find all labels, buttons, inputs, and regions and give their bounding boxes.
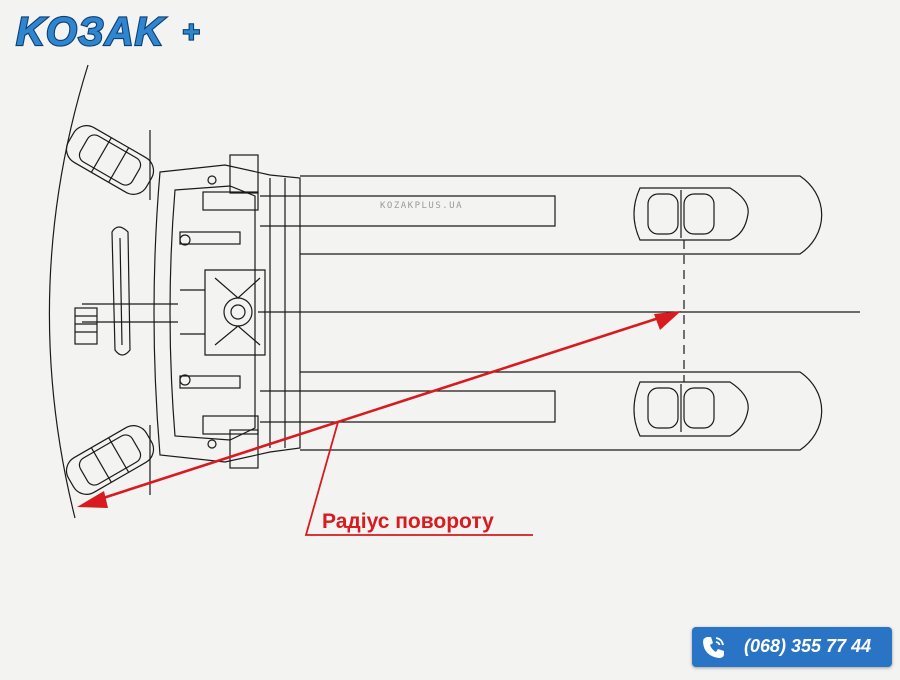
arrowhead-left <box>77 491 108 508</box>
tiller-handle <box>74 226 178 356</box>
logo-plus: + <box>182 16 201 49</box>
radius-annotation <box>77 311 681 536</box>
fork-lower <box>260 371 823 451</box>
steer-wheel-upper <box>65 125 155 195</box>
brand-logo: KOЗAK + <box>15 9 201 54</box>
chassis-body <box>153 154 301 469</box>
turning-radius-label: Радіус повороту <box>322 510 494 533</box>
phone-number[interactable]: (068) 355 77 44 <box>744 636 872 656</box>
steer-wheel-lower <box>65 425 155 495</box>
arrowhead-right <box>654 311 681 330</box>
label-leader-line <box>304 421 533 536</box>
logo-text: KOЗAK <box>16 10 167 54</box>
watermark-text: KOZAKPLUS.UA <box>380 201 464 211</box>
turning-arc <box>48 64 89 519</box>
phone-icon <box>703 637 724 658</box>
phone-badge[interactable]: (068) 355 77 44 <box>692 627 892 667</box>
fork-upper <box>260 175 823 255</box>
